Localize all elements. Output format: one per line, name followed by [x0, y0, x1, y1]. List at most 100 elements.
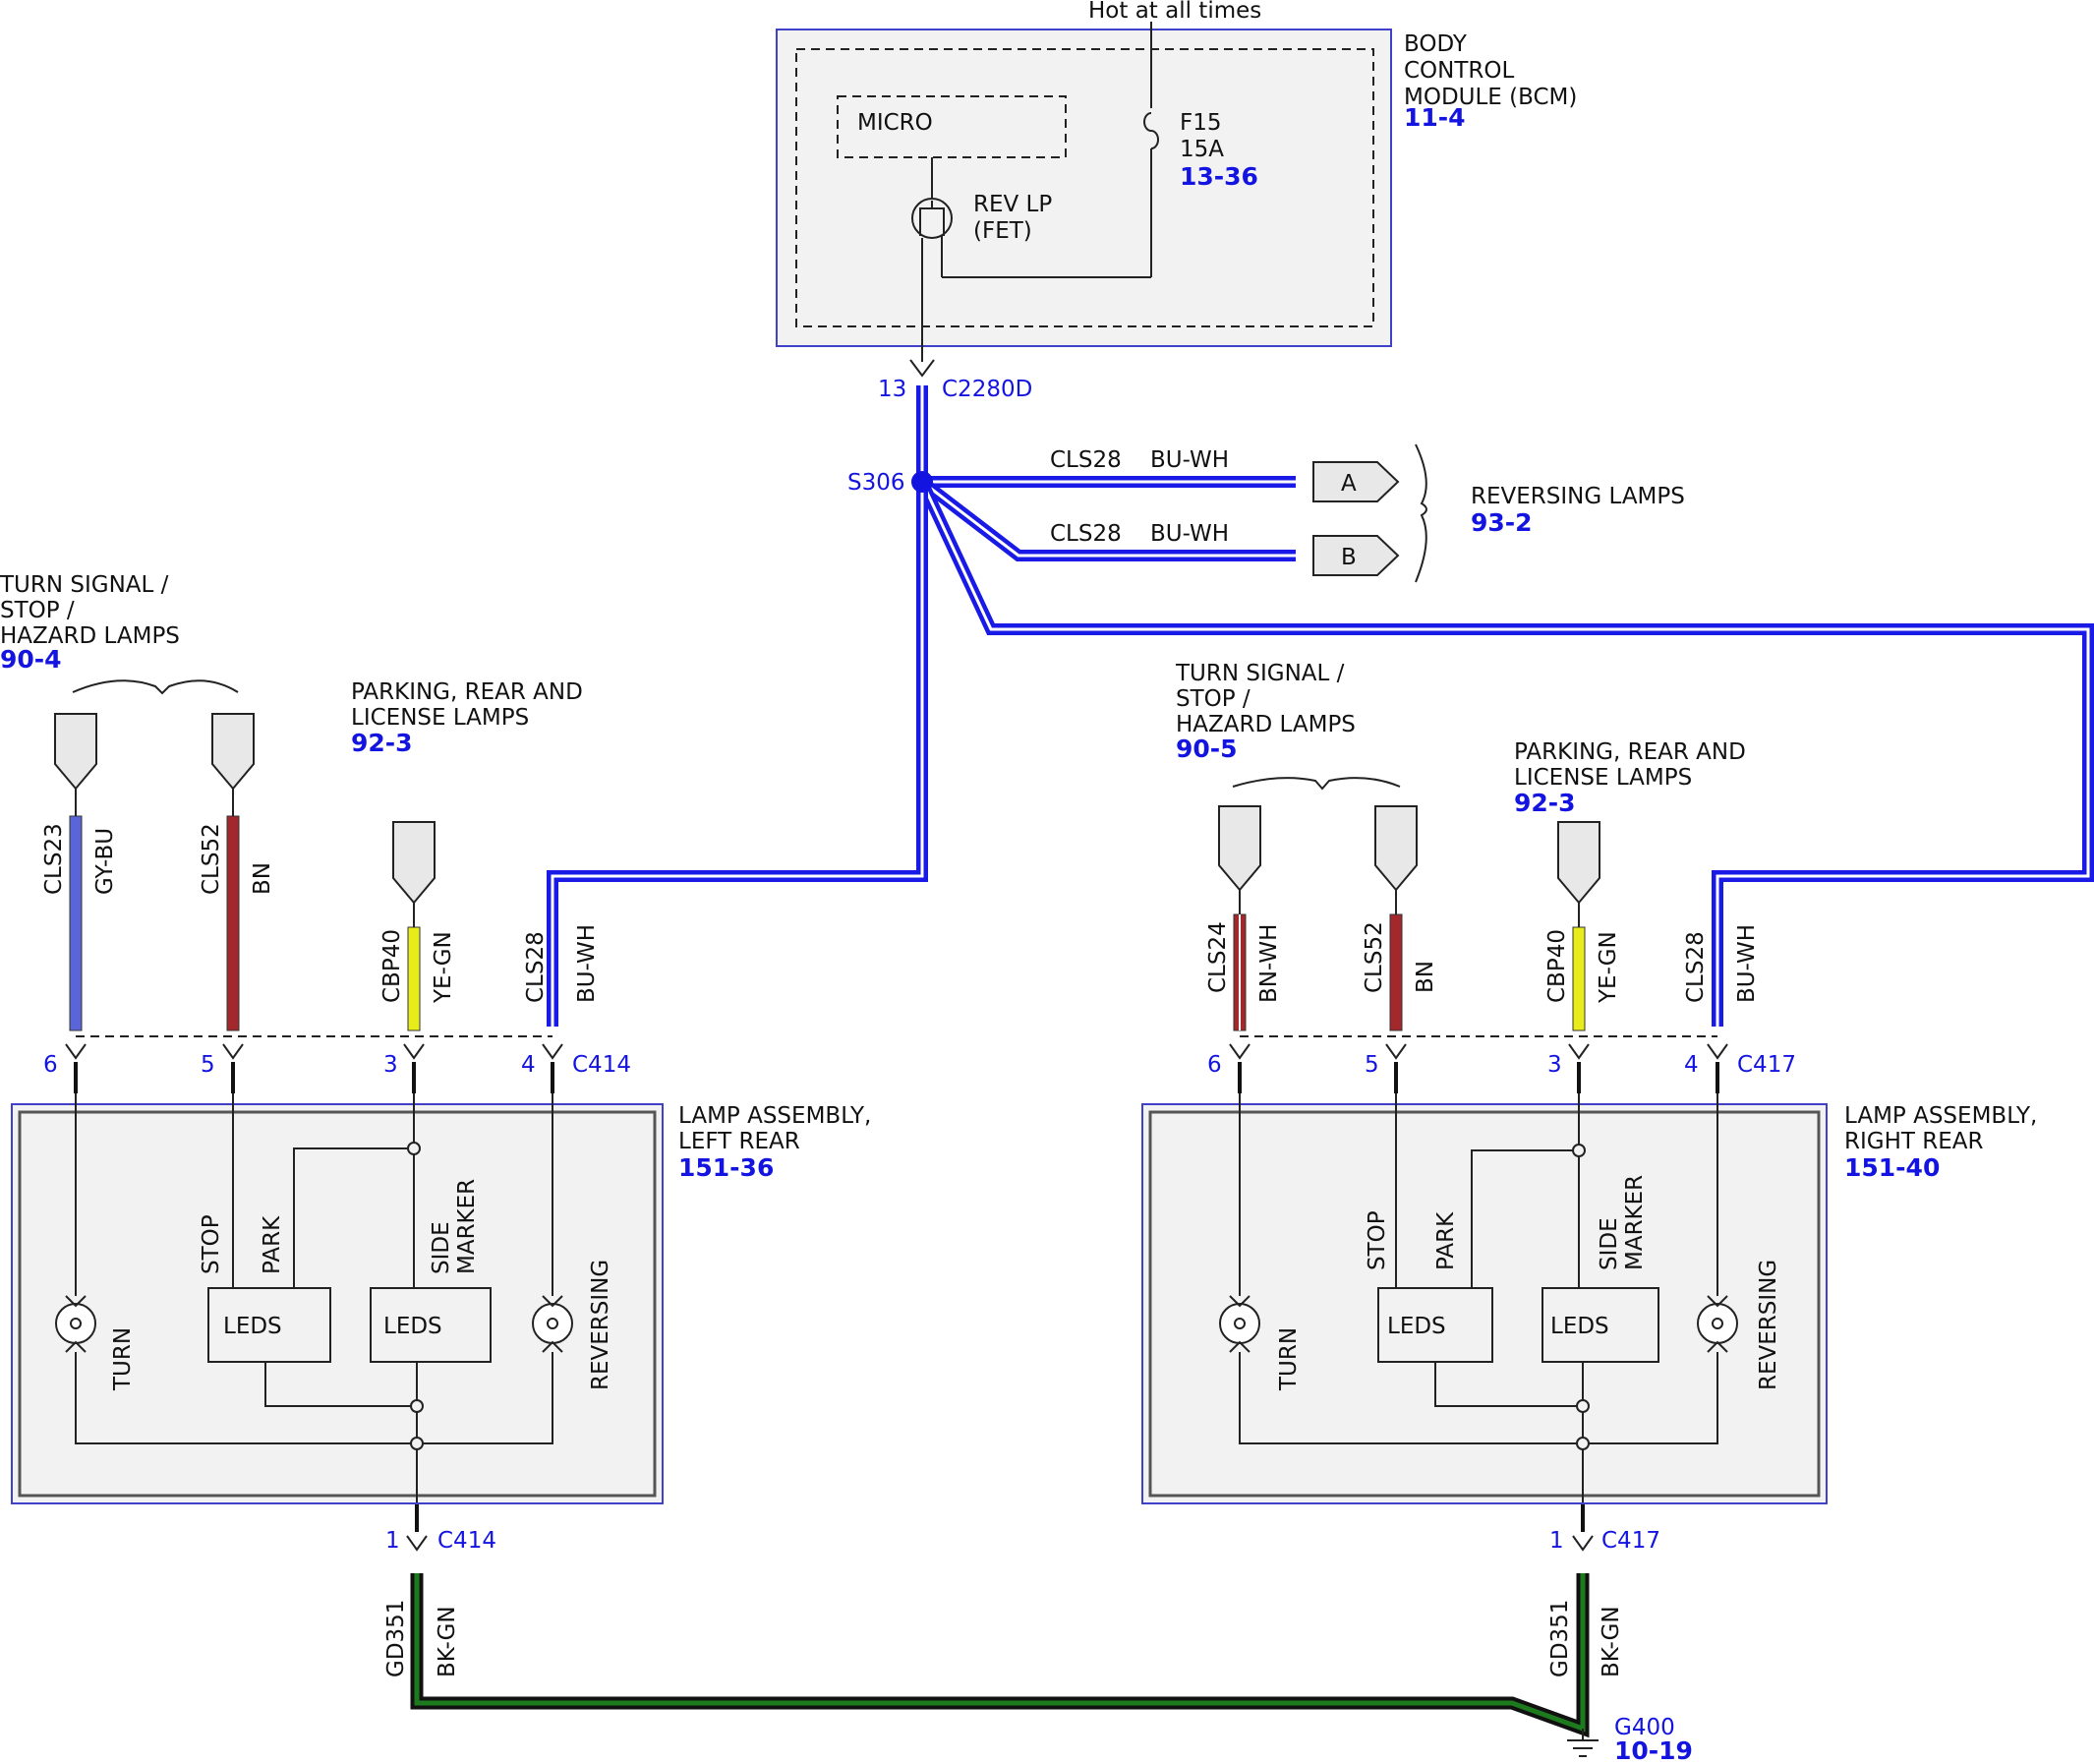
- left-led-return-junction: [410, 1399, 424, 1413]
- reversing-title: REVERSING LAMPS: [1471, 484, 1685, 509]
- left-leds1-label: LEDS: [223, 1314, 282, 1339]
- left-wire4-color: BU-WH: [574, 924, 600, 1003]
- left-park-title-2: LICENSE LAMPS: [351, 705, 529, 731]
- right-turn-title-2: STOP /: [1176, 686, 1251, 712]
- left-reversing-bulb-filament: [547, 1318, 558, 1329]
- ground-harness: G400 10-19: [410, 1573, 1693, 1764]
- right-rear-side: TURN SIGNAL / STOP / HAZARD LAMPS 90-5 P…: [1141, 661, 2037, 1677]
- left-connector-name: C414: [572, 1052, 631, 1078]
- right-park-title-1: PARKING, REAR AND: [1514, 739, 1746, 765]
- right-side-label: SIDE: [1597, 1217, 1622, 1270]
- right-reversing-label: REVERSING: [1756, 1260, 1781, 1390]
- right-connector-turn[interactable]: [1218, 805, 1261, 892]
- left-led-feeds: [232, 1093, 415, 1288]
- ground-name: G400: [1614, 1715, 1675, 1740]
- right-ground-pin: 1: [1549, 1528, 1564, 1554]
- left-assembly-ref: 151-36: [678, 1153, 774, 1182]
- fet-label-1: REV LP: [973, 192, 1052, 217]
- fet-label-2: (FET): [973, 218, 1032, 244]
- right-assembly-title-2: RIGHT REAR: [1844, 1129, 1983, 1154]
- right-turn-bulb-leads: [1229, 1295, 1251, 1353]
- left-side-label: SIDE: [429, 1221, 454, 1274]
- right-connector-park[interactable]: [1557, 821, 1600, 905]
- left-turn-title-1: TURN SIGNAL /: [0, 572, 169, 598]
- fuse-icon: [1143, 112, 1159, 149]
- right-leds2-label: LEDS: [1550, 1314, 1609, 1339]
- offpage-arrow-b[interactable]: [1312, 535, 1400, 576]
- right-leds-stop-park: [1377, 1287, 1493, 1363]
- right-turn-bulb-icon: [1219, 1295, 1260, 1353]
- right-connector-c417-pins: [1229, 1043, 1728, 1060]
- ground-wire-bk-gn-stripe: [414, 1573, 1586, 1733]
- left-turn-title-2: STOP /: [0, 598, 75, 623]
- left-connector-c414-pins: [65, 1043, 563, 1060]
- bu-wh-harness: S306 CLS28 BU-WH CLS28 BU-WH A B REVERSI…: [547, 385, 2094, 1027]
- right-park-title-2: LICENSE LAMPS: [1514, 765, 1692, 791]
- right-connector-stop[interactable]: [1374, 805, 1418, 892]
- fet-symbol: [919, 201, 945, 236]
- connector-c2280d: 13 C2280D: [878, 359, 1032, 402]
- left-turn-bulb-leads: [65, 1295, 87, 1353]
- right-turn-bulb-filament: [1234, 1318, 1246, 1329]
- ground-icon: [1567, 1739, 1599, 1757]
- right-marker-label: MARKER: [1622, 1175, 1648, 1270]
- right-turn-title-3: HAZARD LAMPS: [1176, 712, 1356, 737]
- left-leds-stop-park: [207, 1287, 331, 1363]
- left-reversing-bulb-leads: [542, 1295, 563, 1353]
- left-park-title-1: PARKING, REAR AND: [351, 679, 583, 705]
- left-park-junction: [407, 1142, 421, 1155]
- right-turn-title-1: TURN SIGNAL /: [1175, 661, 1345, 686]
- right-led-return-junction: [1576, 1399, 1590, 1413]
- right-wire4-circuit: CLS28: [1683, 931, 1709, 1003]
- right-wire4-color: BU-WH: [1734, 924, 1760, 1003]
- bcm-title-1: BODY: [1404, 31, 1468, 57]
- left-rear-side: TURN SIGNAL / STOP / HAZARD LAMPS 90-4 P…: [0, 572, 871, 1677]
- offpage-arrow-a[interactable]: [1312, 461, 1400, 502]
- fuse-ref: 13-36: [1180, 162, 1258, 191]
- left-outer-circuit: [75, 1093, 553, 1444]
- left-wire3-circuit: CBP40: [379, 929, 405, 1003]
- left-wire1-color: GY-BU: [92, 828, 118, 895]
- bcm-ref: 11-4: [1404, 103, 1466, 132]
- wire-to-right-rear: [916, 479, 2094, 1027]
- left-park-ref: 92-3: [351, 729, 413, 757]
- left-connector-stop[interactable]: [211, 713, 255, 791]
- bcm-module: MICRO REV LP (FET) F15 15A 13-36 Hot at …: [776, 0, 1577, 362]
- right-reversing-bulb-leads: [1707, 1295, 1728, 1353]
- right-connector-name: C417: [1737, 1052, 1796, 1078]
- right-leds-side-marker: [1541, 1287, 1659, 1363]
- left-pin-4: 4: [521, 1052, 536, 1078]
- reversing-brace: [1415, 443, 1427, 583]
- left-turn-label: TURN: [110, 1327, 136, 1391]
- left-wire-bn: [226, 815, 240, 1031]
- left-wire1-circuit: CLS23: [41, 823, 67, 895]
- left-turn-bulb-icon: [55, 1295, 96, 1353]
- left-wire4-circuit: CLS28: [523, 931, 549, 1003]
- branch-b-circuit: CLS28: [1050, 521, 1122, 547]
- micro-label: MICRO: [857, 110, 933, 136]
- wire-to-left-rear: [547, 482, 928, 1027]
- left-ground-connector-pin: [406, 1535, 428, 1552]
- left-ground-circuit: GD351: [383, 1600, 409, 1677]
- left-ground-junction: [410, 1437, 424, 1450]
- right-turn-label: TURN: [1276, 1327, 1302, 1391]
- right-ground-junction: [1576, 1437, 1590, 1450]
- right-stop-label: STOP: [1365, 1210, 1390, 1270]
- right-ground-connector-pin: [1572, 1535, 1594, 1552]
- left-connector-park[interactable]: [392, 821, 436, 905]
- left-reversing-bulb-icon: [532, 1295, 573, 1353]
- right-pin-3: 3: [1547, 1052, 1562, 1078]
- left-pin-6: 6: [43, 1052, 58, 1078]
- right-pin-4: 4: [1684, 1052, 1699, 1078]
- left-wire-gy-bu: [69, 815, 83, 1031]
- wire-to-right-rear-stripe: [920, 481, 2090, 1027]
- left-connector-turn[interactable]: [54, 713, 97, 791]
- left-ground-color: BK-GN: [435, 1606, 460, 1677]
- left-turn-bulb-filament: [70, 1318, 82, 1329]
- right-reversing-bulb-filament: [1712, 1318, 1723, 1329]
- c2280d-pin: 13: [878, 377, 906, 402]
- left-turn-brace: [72, 679, 239, 695]
- left-led-returns: [264, 1362, 418, 1407]
- right-reversing-bulb-glass: [1697, 1303, 1738, 1344]
- splice-name: S306: [847, 470, 905, 496]
